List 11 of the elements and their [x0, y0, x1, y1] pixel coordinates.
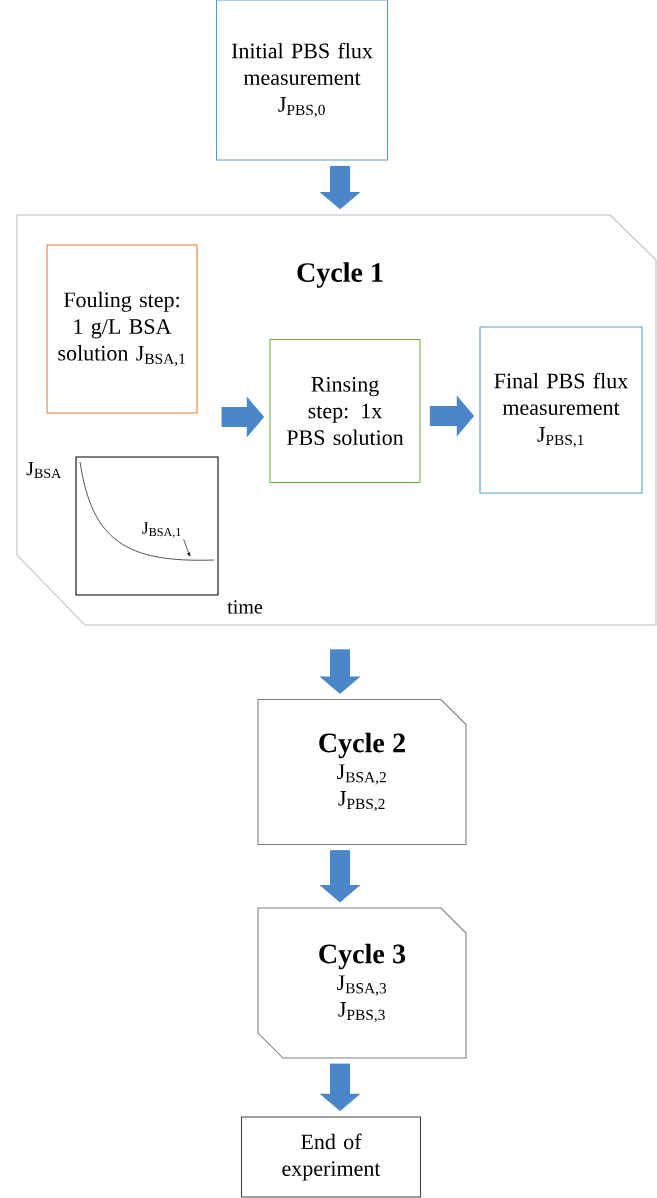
cycle-box: Cycle 2 J$_{BSA,2}$ J$_{PBS,2}$: [257, 698, 467, 846]
step-box: Final PBS flux measurement J$_{PBS,1}$: [479, 326, 643, 494]
step-box: Rinsing step: 1x PBS solution: [269, 338, 421, 484]
step-box: End of experiment: [240, 1116, 422, 1198]
leader-arrow: [183, 539, 191, 557]
step-box: Fouling step: 1 g/L BSA solution J$_{BSA,1}$: [46, 244, 198, 414]
step-box: Initial PBS flux measurement J$_{PBS,0}$: [215, 0, 389, 161]
cycle-box: Cycle 3 J$_{BSA,3}$ J$_{PBS,3}$: [257, 907, 467, 1059]
axis-label: time: [227, 600, 263, 614]
axis-label: J$_{BSA}$: [26, 461, 62, 479]
curve-label: J$_{BSA,1}$: [142, 522, 181, 538]
